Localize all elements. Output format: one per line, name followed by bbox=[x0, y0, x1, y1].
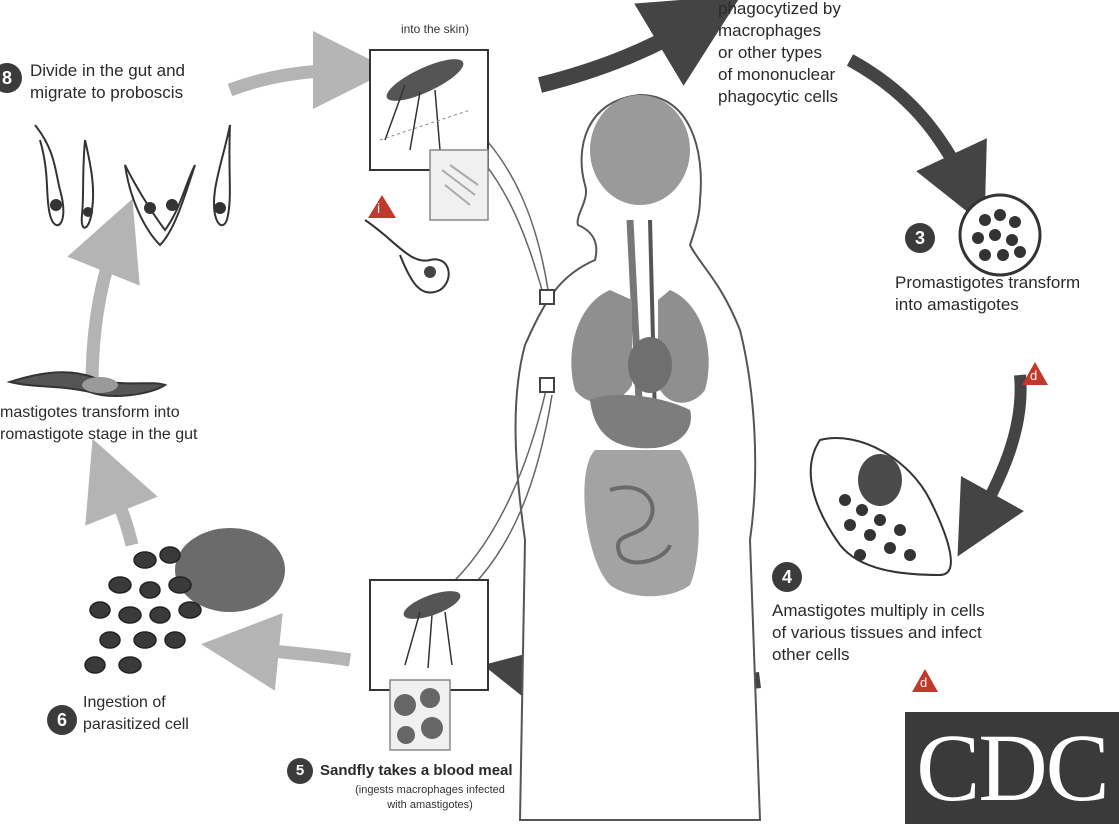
step2-line: of mononuclear bbox=[718, 64, 918, 86]
step6-caption: Ingestion of parasitized cell bbox=[83, 692, 253, 736]
step3-number: 3 bbox=[905, 223, 935, 253]
step4-line: other cells bbox=[772, 644, 1117, 666]
step5-title: Sandfly takes a blood meal bbox=[320, 760, 513, 782]
step3-caption: Promastigotes transform into amastigotes bbox=[895, 272, 1119, 316]
step5-sub-line: (ingests macrophages infected bbox=[340, 783, 520, 798]
promastigote-free bbox=[365, 220, 449, 293]
sandfly-blood-meal-panel bbox=[370, 580, 488, 750]
heart bbox=[628, 337, 672, 393]
diagnostic-marker-letter-3: d bbox=[1030, 368, 1037, 384]
step2-line: phagocytized by bbox=[718, 0, 918, 20]
arrow-7-to-8 bbox=[92, 235, 118, 385]
arrow-1-to-2 bbox=[540, 20, 700, 85]
arrow-6-to-7 bbox=[107, 475, 132, 545]
step4-number: 4 bbox=[772, 562, 802, 592]
step2-line: phagocytic cells bbox=[718, 86, 918, 108]
step4-caption: Amastigotes multiply in cells of various… bbox=[772, 600, 1117, 666]
step3-line: into amastigotes bbox=[895, 294, 1119, 316]
diagnostic-marker-letter-4: d bbox=[920, 675, 927, 691]
infective-marker-letter: i bbox=[377, 200, 380, 216]
step6-number: 6 bbox=[47, 705, 77, 735]
step2-caption: phagocytized by macrophages or other typ… bbox=[718, 0, 918, 108]
step7-line: romastigote stage in the gut bbox=[0, 424, 280, 446]
step5-subtitle: (ingests macrophages infected with amast… bbox=[340, 783, 520, 813]
step6-line: Ingestion of bbox=[83, 692, 253, 714]
infected-macrophage bbox=[960, 195, 1040, 275]
brain bbox=[590, 95, 690, 205]
step8-line: Divide in the gut and bbox=[30, 60, 250, 82]
infective-stage-marker bbox=[368, 195, 396, 218]
step8-line: migrate to proboscis bbox=[30, 82, 250, 104]
step7-caption: mastigotes transform into romastigote st… bbox=[0, 402, 280, 446]
step3-line: Promastigotes transform bbox=[895, 272, 1119, 294]
cdc-logo-text: CDC bbox=[916, 712, 1107, 824]
step4-line: of various tissues and infect bbox=[772, 622, 1117, 644]
step5-number: 5 bbox=[287, 758, 313, 784]
cdc-logo: CDC bbox=[905, 712, 1119, 824]
step4-line: Amastigotes multiply in cells bbox=[772, 600, 1117, 622]
step7-line: mastigotes transform into bbox=[0, 402, 280, 424]
arrow-5-to-6 bbox=[240, 648, 350, 660]
dividing-promastigotes bbox=[35, 125, 230, 245]
arrow-3-to-4 bbox=[975, 375, 1021, 525]
gut-promastigote bbox=[10, 372, 165, 396]
human-body bbox=[516, 95, 760, 820]
step2-line: or other types bbox=[718, 42, 918, 64]
step8-caption: Divide in the gut and migrate to probosc… bbox=[30, 60, 250, 104]
sandfly-bite-panel bbox=[370, 50, 488, 220]
tissue-cell-amastigotes bbox=[811, 438, 951, 575]
step2-line: macrophages bbox=[718, 20, 918, 42]
step1-caption: into the skin) bbox=[380, 22, 490, 37]
step5-sub-line: with amastigotes) bbox=[340, 798, 520, 813]
step6-line: parasitized cell bbox=[83, 714, 253, 736]
